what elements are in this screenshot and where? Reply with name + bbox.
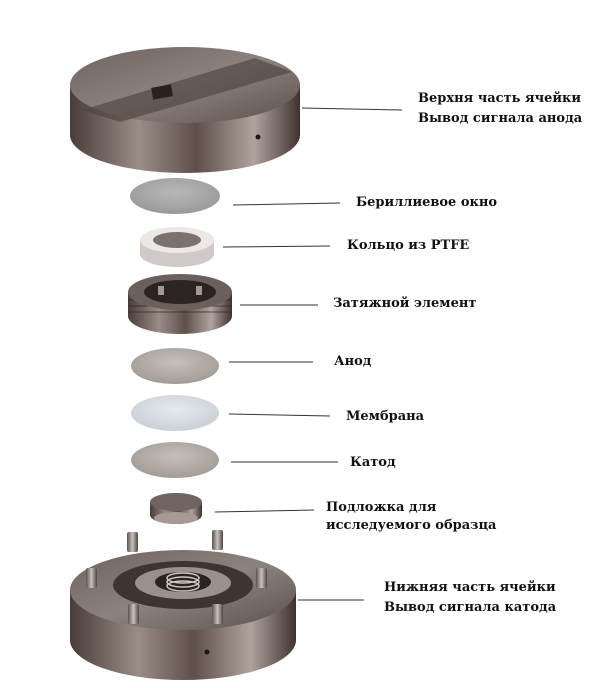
bottom-cell-part [70, 550, 296, 680]
label-tightening-element: Затяжной элемент [333, 296, 477, 311]
membrane-disc [131, 395, 219, 431]
label-cathode-signal: Вывод сигнала катода [384, 600, 557, 615]
beryllium-window [130, 178, 220, 214]
label-bottom-part: Нижняя часть ячейки [384, 580, 556, 595]
tightening-element [128, 274, 232, 334]
leader-lines [214, 107, 403, 601]
bottom-pins [86, 530, 267, 624]
label-substrate-line1: Подложка для [326, 500, 437, 515]
label-ptfe-ring: Кольцо из PTFE [347, 238, 470, 253]
ptfe-ring [140, 227, 214, 267]
label-top-part: Верхня часть ячейки [418, 91, 582, 106]
top-cell-part [70, 47, 300, 173]
anode-disc [131, 348, 219, 384]
cathode-disc [131, 442, 219, 478]
label-membrane: Мембрана [346, 409, 425, 424]
label-anode-signal: Вывод сигнала анода [418, 111, 583, 126]
label-substrate-line2: исследуемого образца [326, 518, 497, 533]
label-cathode: Катод [350, 455, 396, 470]
sample-substrate [150, 493, 202, 524]
label-beryllium-window: Бериллиевое окно [356, 195, 498, 210]
label-anode: Анод [334, 354, 372, 369]
